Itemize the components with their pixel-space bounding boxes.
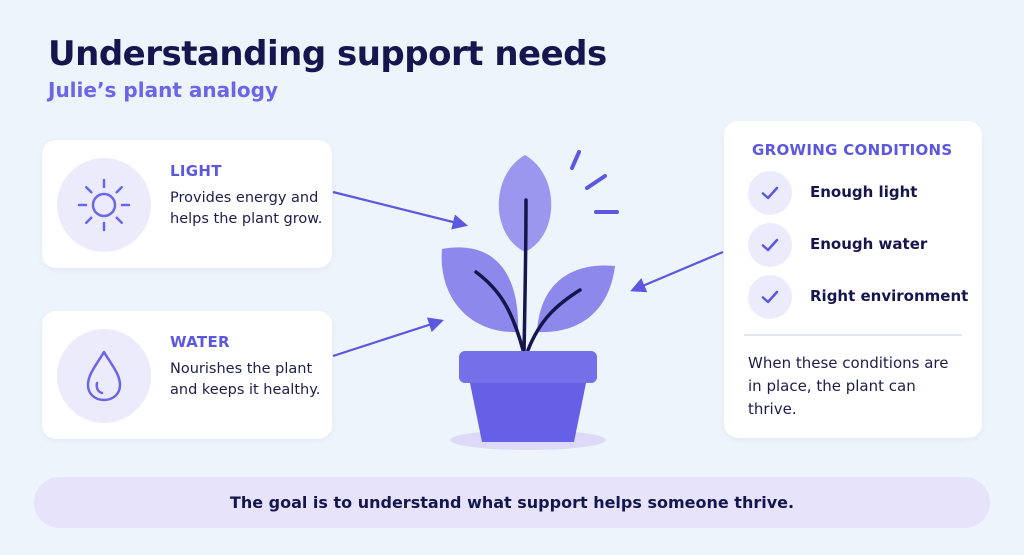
plant-left-leaf: [441, 247, 519, 333]
page-title: Understanding support needs: [48, 34, 607, 74]
condition-item-light: Enough light: [748, 171, 978, 215]
condition-item-environment: Right environment: [748, 275, 978, 319]
sparkle-icon: [570, 150, 619, 214]
check-circle: [748, 223, 792, 267]
pot-rim: [459, 351, 597, 383]
water-icon-circle: [57, 329, 151, 423]
plant-right-leaf: [537, 265, 615, 333]
plant-stems: [474, 198, 582, 354]
water-title: WATER: [170, 333, 230, 351]
condition-item-water: Enough water: [748, 223, 978, 267]
goal-banner: The goal is to understand what support h…: [34, 477, 990, 528]
arrow-conditions-to-plant: [630, 250, 724, 293]
arrow-water-to-plant: [332, 317, 444, 358]
check-icon: [761, 290, 779, 304]
divider: [744, 334, 962, 336]
check-icon: [761, 186, 779, 200]
goal-text: The goal is to understand what support h…: [229, 493, 795, 512]
condition-label: Enough water: [810, 235, 928, 253]
water-drop-icon: [86, 350, 122, 402]
light-title: LIGHT: [170, 162, 222, 180]
light-card: LIGHT Provides energy and helps the plan…: [42, 140, 332, 268]
check-icon: [761, 238, 779, 252]
condition-label: Enough light: [810, 183, 918, 201]
conditions-summary: When these conditions are in place, the …: [748, 354, 949, 418]
check-circle: [748, 275, 792, 319]
light-icon-circle: [57, 158, 151, 252]
water-card: WATER Nourishes the plant and keeps it h…: [42, 311, 332, 439]
page-subtitle: Julie’s plant analogy: [48, 78, 279, 102]
light-description: Provides energy and helps the plant grow…: [170, 190, 323, 227]
growing-conditions-card: GROWING CONDITIONS Enough light Enough w…: [724, 121, 982, 438]
growing-conditions-heading: GROWING CONDITIONS: [752, 141, 953, 159]
arrow-light-to-plant: [332, 190, 468, 230]
water-description: Nourishes the plant and keeps it healthy…: [170, 361, 321, 398]
pot-body: [470, 383, 586, 442]
condition-label: Right environment: [810, 287, 969, 305]
sun-icon: [77, 178, 131, 232]
check-circle: [748, 171, 792, 215]
